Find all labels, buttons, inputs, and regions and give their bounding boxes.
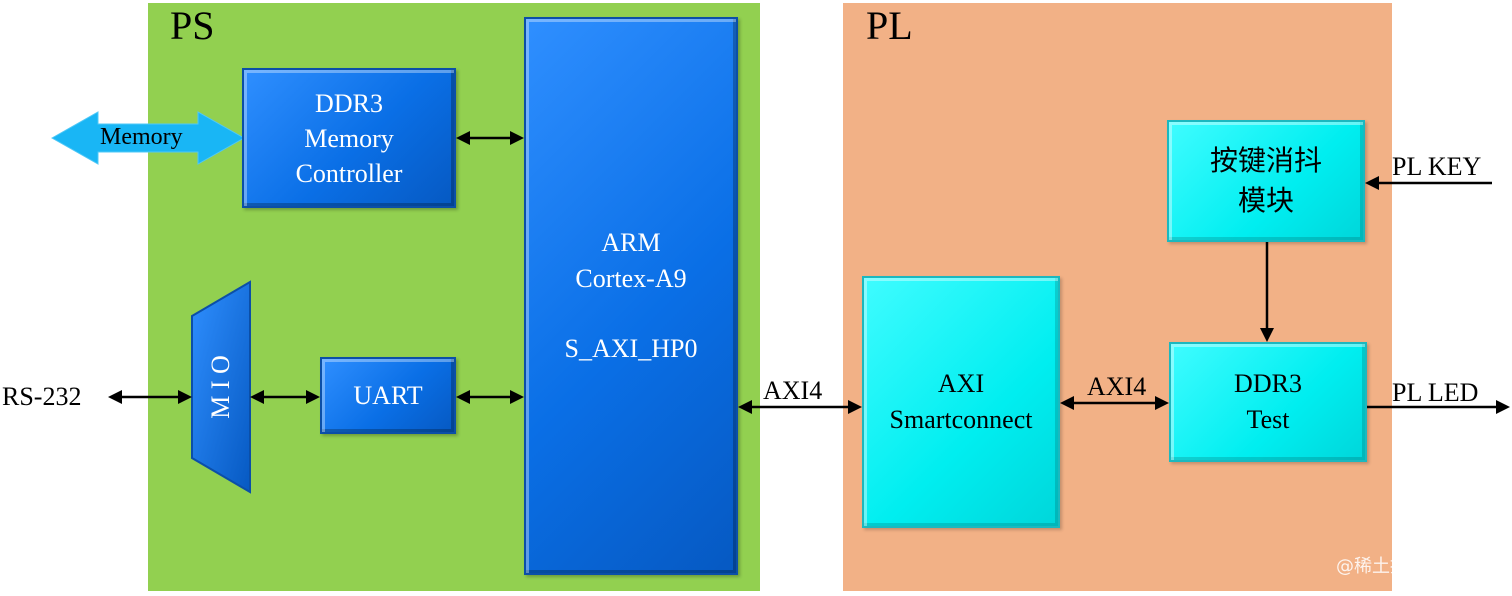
- axi-sc-line2: Smartconnect: [889, 405, 1033, 434]
- uart-label: UART: [353, 380, 423, 410]
- pl-led-label: PL LED: [1392, 378, 1479, 407]
- rs232-mio-arrow: [108, 390, 192, 404]
- ddr3-test-line2: Test: [1246, 405, 1290, 434]
- ddr3-controller-line1: DDR3: [315, 88, 383, 118]
- axi4-pl-label: AXI4: [1087, 372, 1147, 401]
- key-debounce-line2: 模块: [1237, 184, 1294, 217]
- mio-uart-arrow: [250, 390, 320, 404]
- axi-smartconnect-block: AXI Smartconnect: [862, 276, 1060, 528]
- ddr3-test-block: DDR3 Test: [1169, 342, 1367, 462]
- key-ddr3test-arrow: [1260, 242, 1274, 342]
- arm-axi-arrow: [738, 400, 862, 414]
- mio-label: M I O: [206, 355, 235, 419]
- axi-ddr3test-arrow: [1060, 396, 1169, 410]
- rs232-label: RS-232: [2, 382, 82, 411]
- key-debounce-line1: 按键消抖: [1209, 144, 1322, 177]
- ddr3-arm-arrow: [456, 131, 524, 145]
- pl-region-title: PL: [866, 3, 913, 48]
- ddr3-memory-controller-block: DDR3 Memory Controller: [242, 68, 456, 208]
- mio-block: [191, 280, 251, 494]
- ddr3-controller-line2: Memory: [304, 123, 394, 153]
- axi4-ps-pl-label: AXI4: [763, 376, 823, 405]
- memory-label: Memory: [100, 124, 183, 150]
- key-debounce-block: 按键消抖 模块: [1167, 120, 1365, 242]
- uart-block: UART: [320, 357, 456, 434]
- watermark: @稀土掘金技术社区: [1336, 556, 1498, 577]
- ddr3-controller-line3: Controller: [295, 158, 403, 188]
- pl-key-label: PL KEY: [1392, 152, 1482, 181]
- axi-sc-line1: AXI: [937, 369, 985, 398]
- ps-region-title: PS: [170, 3, 215, 48]
- arm-line1: ARM: [601, 228, 661, 257]
- pl-key-arrow: [1365, 176, 1492, 190]
- arm-cortex-a9-block: ARM Cortex-A9 S_AXI_HP0: [524, 17, 738, 575]
- arm-line2: Cortex-A9: [575, 264, 687, 293]
- pl-led-arrow: [1367, 400, 1510, 414]
- ddr3-test-line1: DDR3: [1234, 369, 1302, 398]
- arm-port-label: S_AXI_HP0: [564, 334, 698, 363]
- uart-arm-arrow: [456, 390, 524, 404]
